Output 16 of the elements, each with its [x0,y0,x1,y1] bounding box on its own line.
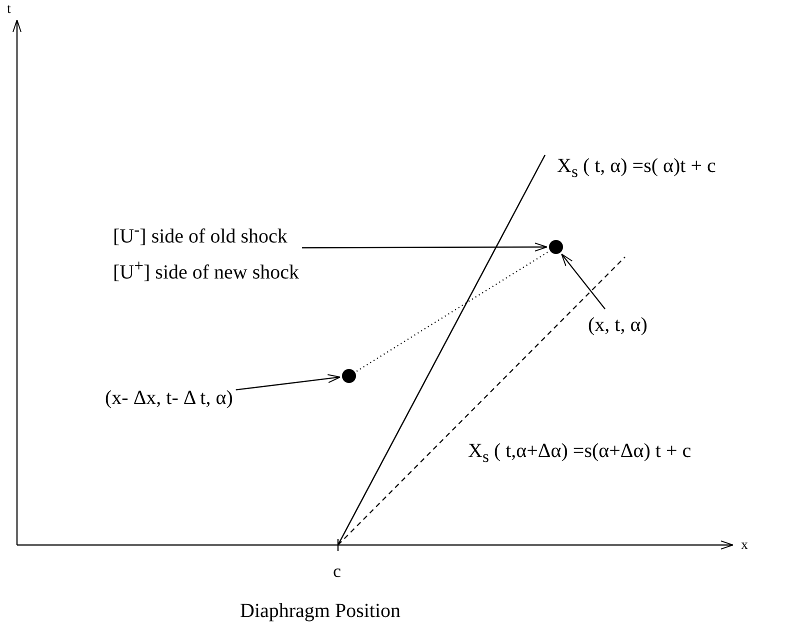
caption-text: Diaphragm Position [240,600,401,623]
point-label: (x- Δx, t- Δ t, α) [105,385,233,411]
axis-label: c [333,561,341,582]
annotation-text: [U$^{-}$] side of old shock [113,219,288,248]
arrow [561,254,606,310]
arrow [302,242,548,252]
dotted-line [356,251,549,372]
point-marker [549,240,563,254]
axis-label: x [741,538,748,554]
annotation-text: [U$^{+}$] side of new shock [113,255,300,284]
point-marker [342,369,356,383]
arrow [236,374,341,390]
axis-label: t [7,2,11,18]
formula-text: X$_{s}$ ( t, α) =s( α)t + c [557,155,716,182]
formula-text: X$_{s}$ ( t,α+Δα) =s(α+Δα) t + c [468,440,692,467]
point-label: (x, t, α) [588,312,648,338]
